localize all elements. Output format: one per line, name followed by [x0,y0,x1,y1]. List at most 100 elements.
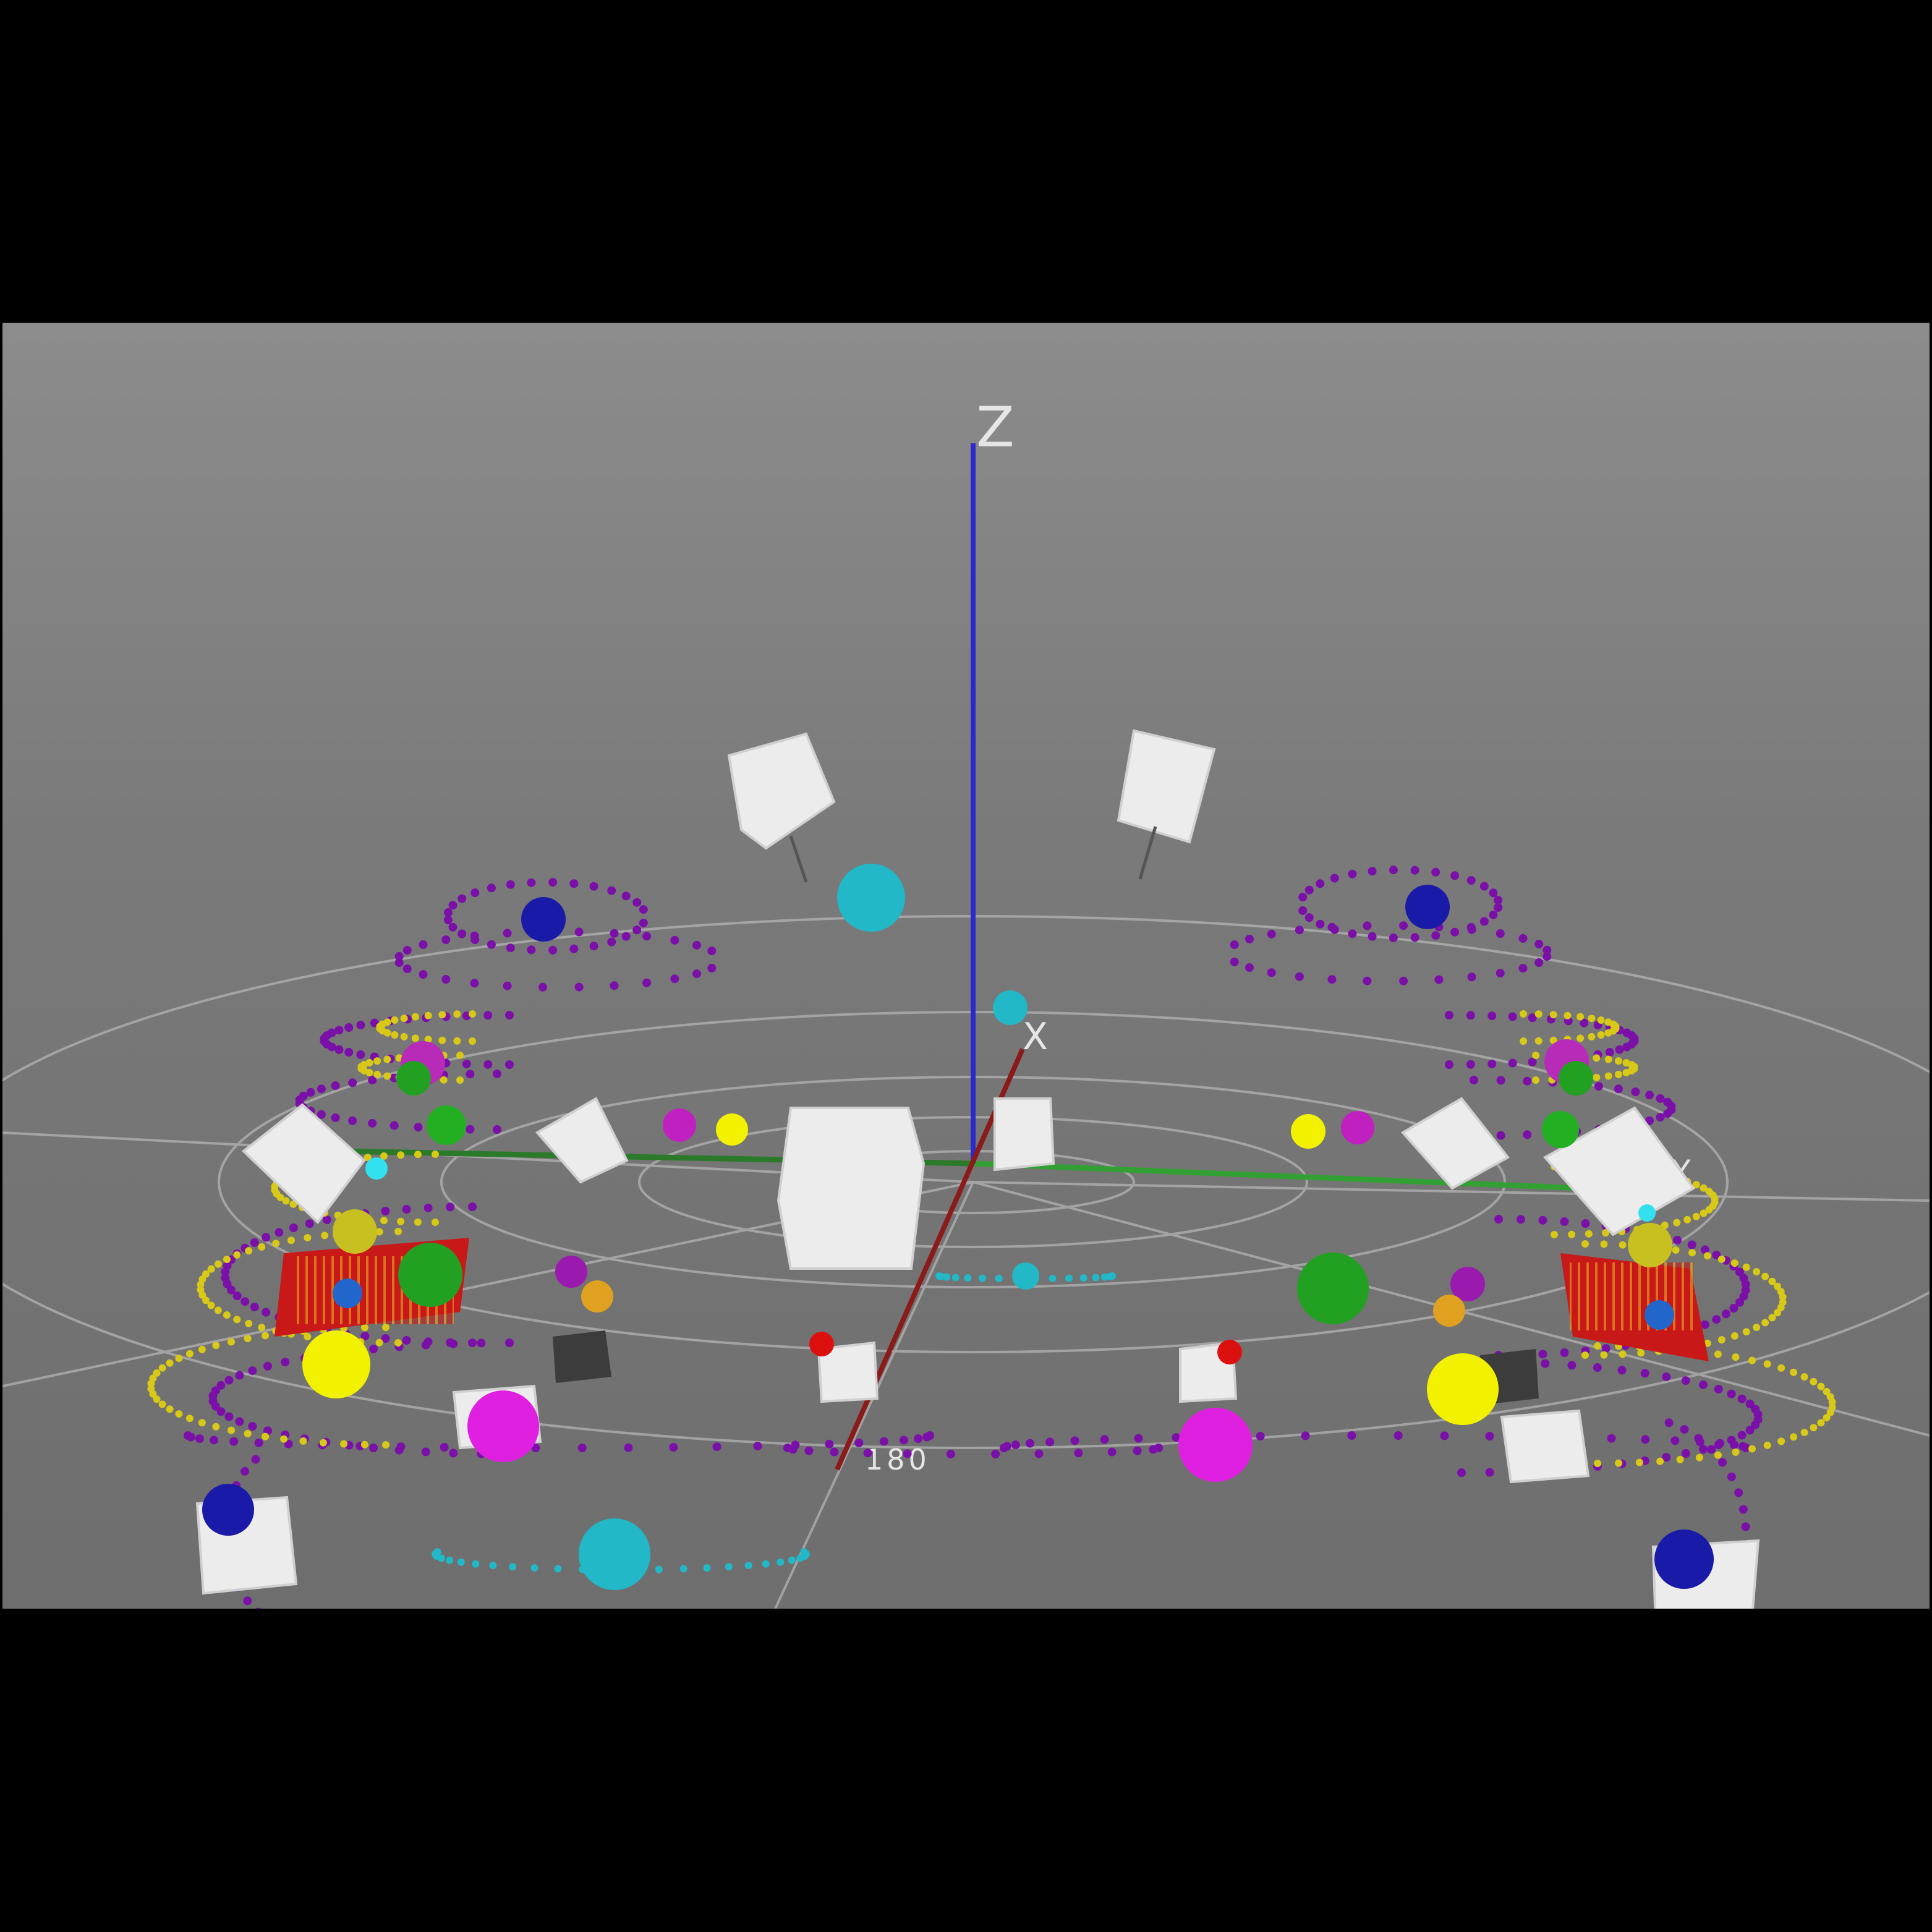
orbit-dot [369,1345,378,1353]
blue-sphere-small-left-panel[interactable] [333,1279,362,1308]
red-sphere-right[interactable] [1217,1340,1242,1364]
red-sphere-left[interactable] [809,1332,834,1356]
cube-right-mid[interactable] [1543,1106,1695,1236]
olive-sphere-right[interactable] [1628,1223,1672,1267]
green-sphere-left-large[interactable] [398,1243,462,1307]
green-sphere-left-upper[interactable] [396,1061,431,1096]
orbit-dot [1538,1350,1547,1359]
blue-sphere-lower-right[interactable] [1654,1530,1714,1589]
green-sphere-right-small[interactable] [1542,1111,1579,1148]
orange-sphere-left[interactable] [581,1280,613,1313]
orbit-dot [589,942,598,951]
magenta-sphere-inner-left[interactable] [663,1109,696,1142]
orbit-dot [364,1154,372,1162]
orbit-dot [1368,932,1377,941]
orbit-dot [448,922,457,932]
orbit-dot [509,1563,517,1571]
magenta-sphere-inner-right[interactable] [1341,1111,1374,1144]
scene-canvas[interactable]: 180 Z X Y [2,323,1930,1609]
magenta-sphere-large-right[interactable] [1178,1408,1253,1482]
orbit-dot [1518,934,1528,943]
x-axis-label: X [1023,1015,1048,1058]
orbit-dot [1700,1245,1709,1254]
3d-viewport[interactable]: 180 Z X Y [2,323,1930,1609]
orbit-dot [1230,957,1239,966]
cube-center-small[interactable] [994,1097,1055,1172]
cube-small-left-center[interactable] [817,1341,879,1403]
cyan-sphere-small-upper[interactable] [993,990,1028,1025]
orbit-dot [1761,1319,1769,1327]
orbit-dot [1619,1350,1627,1358]
green-sphere-right-upper[interactable] [1559,1061,1593,1096]
dark-box-left[interactable] [553,1330,611,1383]
orbit-dot [334,1045,344,1054]
orbit-dot [1777,1303,1785,1311]
orbit-dot [258,1243,266,1251]
orbit-dot [175,1410,183,1418]
orbit-dot [1410,933,1419,942]
orbit-dot [777,1558,785,1566]
cube-top-right[interactable] [1117,729,1216,844]
orbit-dot [421,1447,430,1457]
orbit-dot [1763,1441,1771,1449]
blue-sphere-upper-right[interactable] [1405,885,1450,929]
cube-top-left[interactable] [727,732,836,850]
cube-left-mid[interactable] [241,1103,366,1225]
orbit-dot [368,1118,377,1128]
cyan-sphere-tiny-right[interactable] [1638,1204,1656,1222]
yellow-sphere-inner-left[interactable] [716,1113,748,1146]
cube-right-lower[interactable] [1500,1409,1590,1484]
orbit-dot [1316,919,1325,929]
orbit-dot [449,1339,458,1348]
orbit-dot [375,1338,383,1347]
orbit-dot [470,931,479,940]
cyan-orbit-dots [432,1272,1116,1573]
yellow-sphere-large-right[interactable] [1427,1353,1499,1425]
orbit-dot [1602,1229,1609,1237]
orbit-dot [830,1447,839,1457]
orbit-dot [964,1274,972,1282]
cube-inner-right[interactable] [1400,1097,1510,1190]
orbit-dot [1107,1447,1117,1457]
orbit-dot [175,1355,183,1362]
cyan-sphere-mid[interactable] [1012,1262,1039,1290]
blue-sphere-small-right-panel[interactable] [1645,1300,1674,1330]
cyan-sphere-tiny-left[interactable] [365,1157,388,1180]
orbit-dot [1768,1314,1776,1322]
orbit-dot [1457,1468,1466,1477]
magenta-sphere-mid-right[interactable] [1450,1267,1485,1301]
green-sphere-left-small[interactable] [427,1105,466,1145]
blue-sphere-lower-left[interactable] [202,1484,254,1536]
orbit-dot [1470,1076,1478,1084]
orbit-dot [153,1395,161,1403]
orbit-dot [1717,1255,1726,1263]
orange-sphere-right[interactable] [1433,1295,1465,1327]
orbit-dot [1560,1348,1569,1357]
orbit-dot [223,1256,231,1263]
olive-sphere-left[interactable] [333,1209,377,1254]
orbit-dot [438,1011,446,1019]
blue-sphere-upper-left[interactable] [521,897,566,942]
magenta-sphere-large-left[interactable] [467,1390,539,1462]
orbit-dot [1635,1458,1643,1466]
cube-center-large[interactable] [777,1107,926,1270]
orbit-dot [397,1151,405,1159]
orbit-dot [1543,952,1552,961]
yellow-sphere-inner-right[interactable] [1291,1114,1326,1149]
orbit-dot [1640,1369,1649,1378]
cube-inner-left[interactable] [535,1097,629,1184]
yellow-sphere-large-left[interactable] [302,1330,370,1398]
orbit-dot [1777,1437,1785,1445]
orbit-dot [1532,1052,1539,1059]
magenta-sphere-mid-left[interactable] [555,1256,587,1288]
green-sphere-right-large[interactable] [1297,1253,1369,1324]
orbit-dot [1600,1351,1608,1359]
cyan-sphere-top[interactable] [837,864,905,932]
cyan-sphere-low[interactable] [579,1518,650,1590]
orbit-dot [903,1449,912,1458]
orbit-dot [879,1437,888,1446]
orbit-dot [1551,1231,1558,1238]
orbit-dot [360,1324,368,1332]
orbit-dot [391,1031,399,1039]
orbit-dot [280,1435,288,1443]
